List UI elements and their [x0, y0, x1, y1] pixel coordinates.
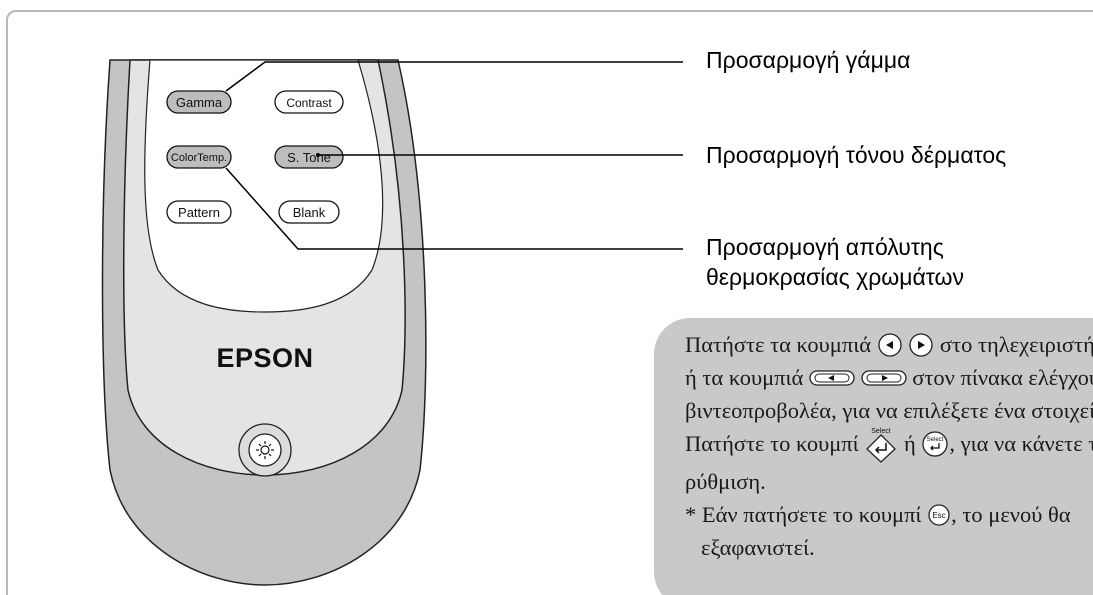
- instruction-line-5: ρύθμιση.: [685, 469, 766, 494]
- instruction-line-4: Πατήστε το κουμπί Select ή Select, για ν…: [685, 427, 1093, 465]
- select-diamond-button-icon: Select: [866, 428, 897, 463]
- epson-logo: EPSON: [216, 343, 313, 373]
- gamma-leader-line: [225, 61, 683, 92]
- right-arrow-button-icon: [909, 333, 933, 357]
- contrast-button[interactable]: Contrast: [274, 90, 344, 114]
- gamma-button-label: Gamma: [176, 95, 223, 110]
- instruction-panel: Πατήστε τα κουμπιά στο τηλεχειριστήριο ή…: [654, 318, 1093, 595]
- instruction-line-7: εξαφανιστεί.: [701, 535, 815, 560]
- pattern-button[interactable]: Pattern: [166, 200, 232, 224]
- pattern-button-label: Pattern: [178, 205, 220, 220]
- left-arrow-button-icon: [878, 333, 902, 357]
- svg-text:Esc: Esc: [932, 511, 945, 520]
- svg-text:Select: Select: [927, 437, 944, 443]
- panel-right-button-icon: [860, 370, 907, 386]
- page-frame: [6, 10, 1093, 595]
- instruction-line-3: βιντεοπροβολέα, για να επιλέξετε ένα στο…: [685, 398, 1093, 423]
- instruction-line-1: Πατήστε τα κουμπιά στο τηλεχειριστήριο: [685, 332, 1093, 357]
- contrast-button-label: Contrast: [286, 96, 332, 110]
- light-button[interactable]: [238, 423, 292, 477]
- esc-button-icon: Esc: [928, 504, 950, 526]
- gamma-button[interactable]: Gamma: [166, 90, 232, 114]
- blank-button[interactable]: Blank: [278, 200, 340, 224]
- color-temp-callout-line2: θερμοκρασίας χρωμάτων: [706, 264, 965, 290]
- skin-tone-callout: Προσαρμογή τόνου δέρματος: [706, 142, 1007, 168]
- color-temp-button[interactable]: ColorTemp.: [166, 145, 232, 169]
- color-temp-leader-line: [225, 167, 683, 250]
- instruction-line-2: ή τα κουμπιά στον πίνακα ελέγχου του: [685, 365, 1093, 390]
- blank-button-label: Blank: [293, 205, 326, 220]
- panel-left-button-icon: [809, 370, 855, 386]
- skin-tone-button[interactable]: S. Tone: [274, 145, 344, 169]
- light-icon: [256, 441, 274, 459]
- select-round-button-icon: Select: [922, 431, 949, 457]
- skin-tone-leader-dot: [316, 153, 320, 157]
- color-temp-button-label: ColorTemp.: [171, 152, 227, 164]
- skin-tone-button-label: S. Tone: [287, 150, 331, 165]
- svg-text:Select: Select: [872, 428, 892, 435]
- instruction-line-6: * Εάν πατήσετε το κουμπί Esc, το μενού θ…: [685, 502, 1071, 527]
- gamma-callout: Προσαρμογή γάμμα: [706, 47, 911, 73]
- color-temp-callout-line1: Προσαρμογή απόλυτης: [706, 234, 944, 260]
